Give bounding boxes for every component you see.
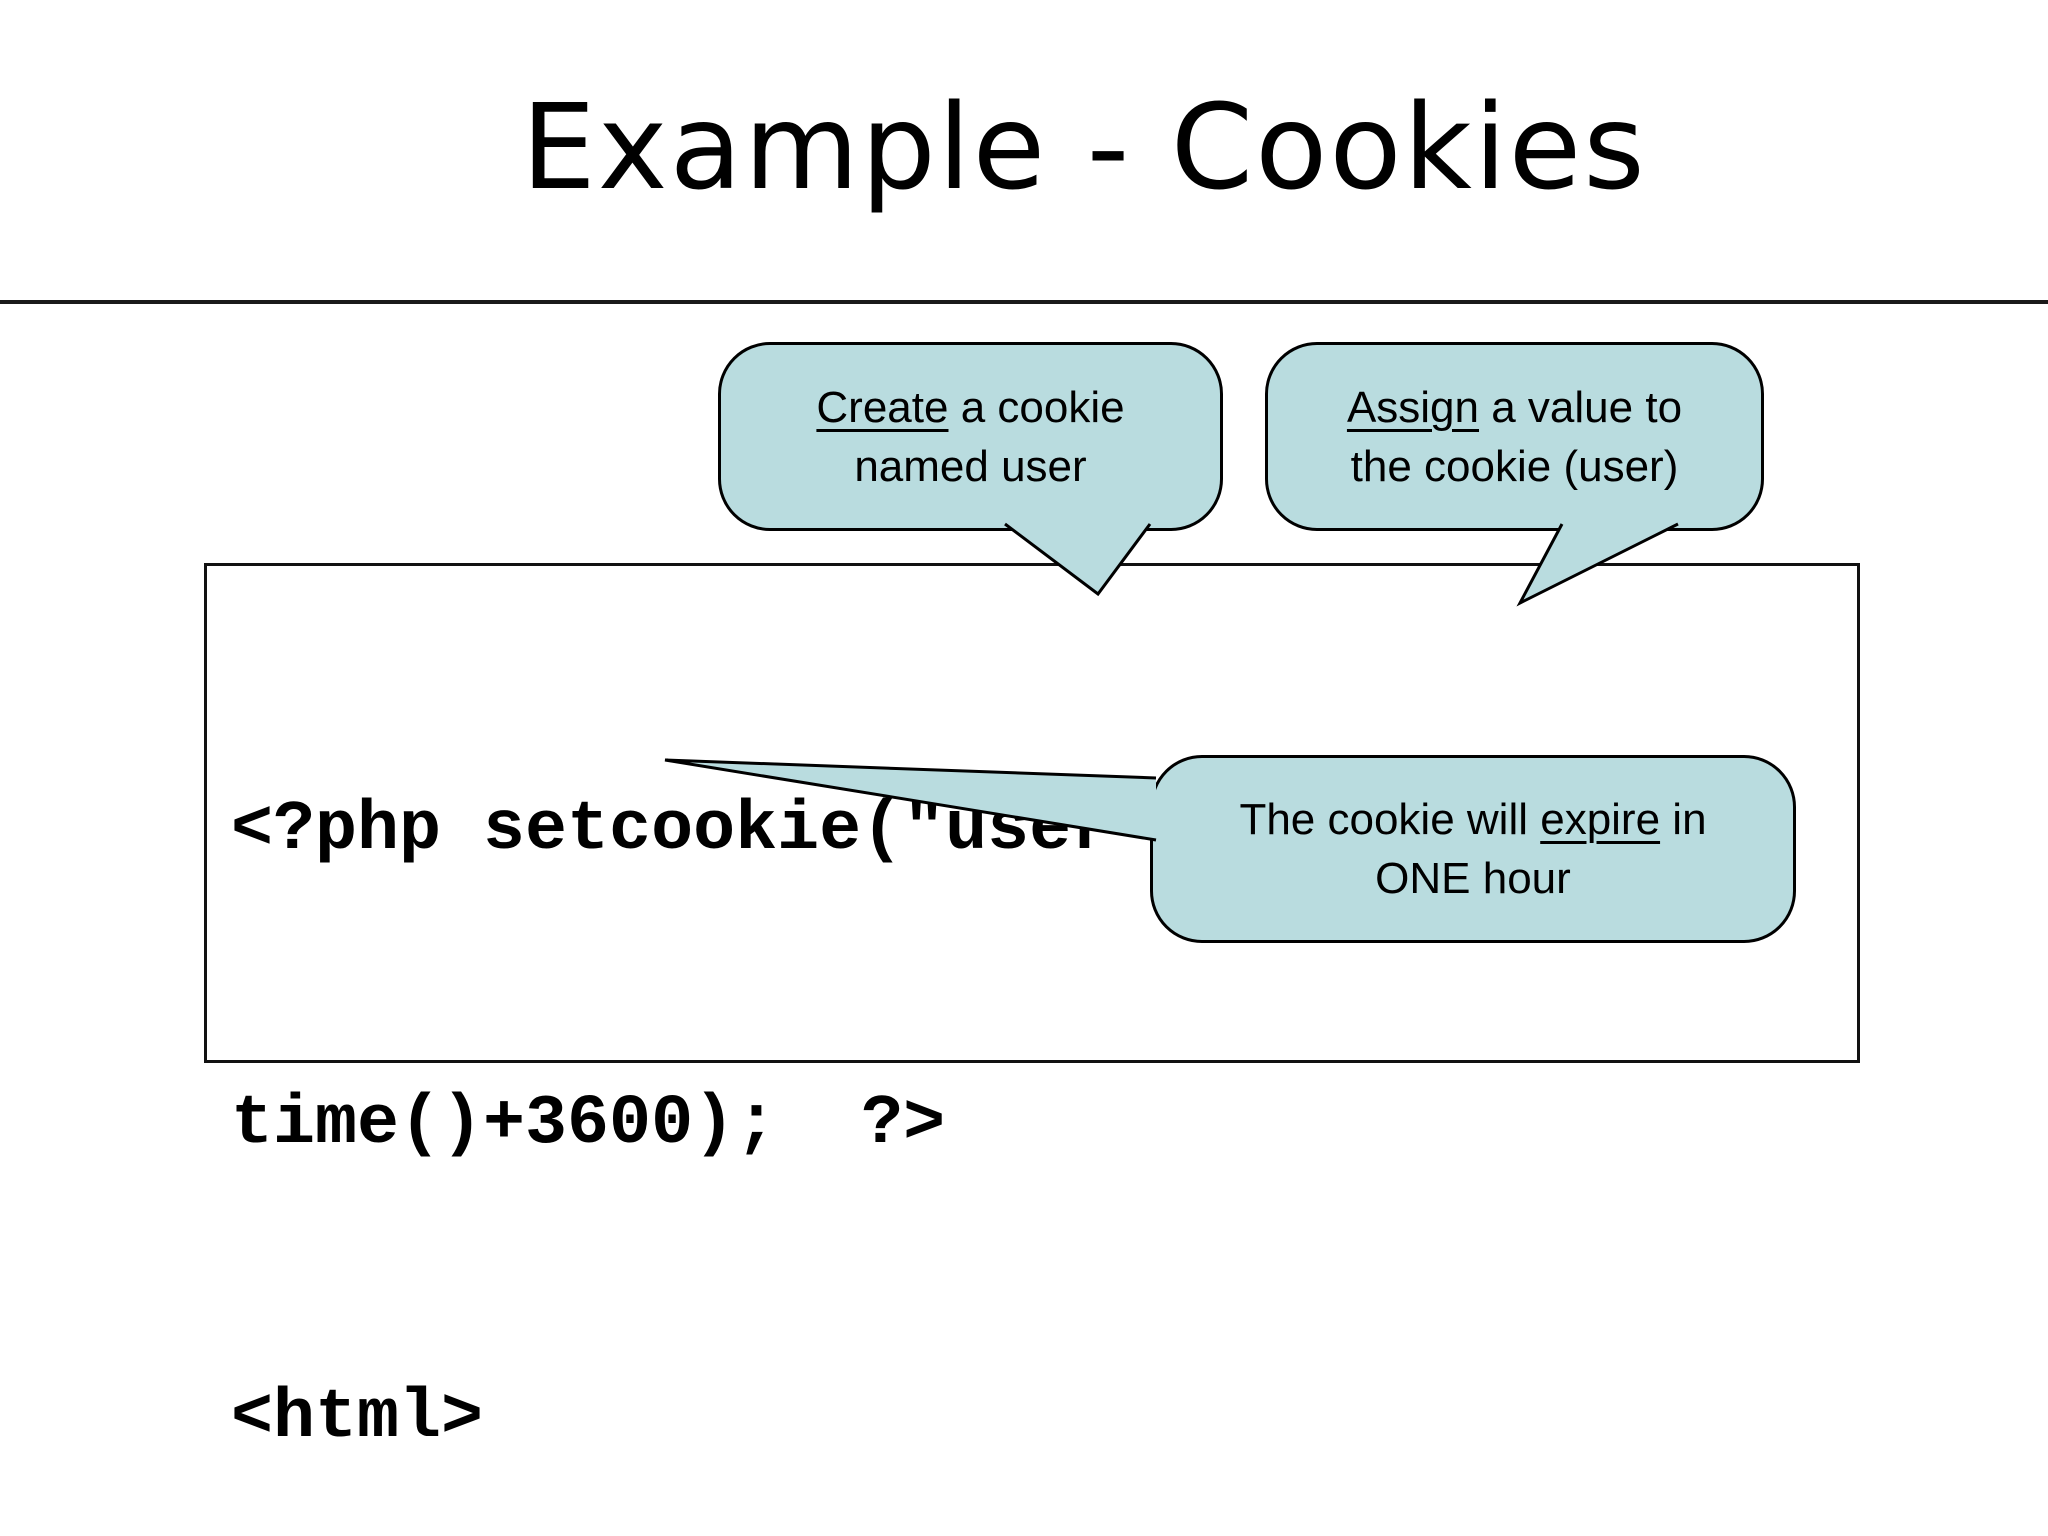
callout-line2: named user	[854, 441, 1087, 491]
code-line: time()+3600); ?>	[231, 1085, 946, 1164]
underlined-word: Assign	[1346, 382, 1480, 432]
callout-line1-post: in	[1660, 795, 1707, 844]
callout-line2: ONE hour	[1375, 854, 1571, 903]
callout-expire-hour: The cookie will expire in ONE hour	[1150, 755, 1796, 943]
underlined-word: expire	[1540, 795, 1661, 844]
callout-line1-pre: The cookie will	[1239, 795, 1541, 844]
callout-line1-rest: a cookie	[948, 382, 1125, 432]
callout-create-text: Create a cookie named user	[816, 378, 1124, 496]
callout-create-cookie: Create a cookie named user	[718, 342, 1223, 531]
callout-assign-value: Assign a value to the cookie (user)	[1265, 342, 1764, 531]
title-divider	[0, 300, 2048, 304]
page-title: Example - Cookies	[521, 78, 1647, 216]
underlined-word: Create	[816, 382, 949, 432]
callout-line1-rest: a value to	[1479, 382, 1683, 432]
callout-line2: the cookie (user)	[1350, 441, 1679, 491]
code-block: <?php setcookie("user", “mni", time()+36…	[231, 586, 1533, 1536]
callout-expire-text: The cookie will expire in ONE hour	[1239, 790, 1706, 908]
callout-assign-text: Assign a value to the cookie (user)	[1347, 378, 1682, 496]
code-line: <html>	[231, 1379, 484, 1458]
